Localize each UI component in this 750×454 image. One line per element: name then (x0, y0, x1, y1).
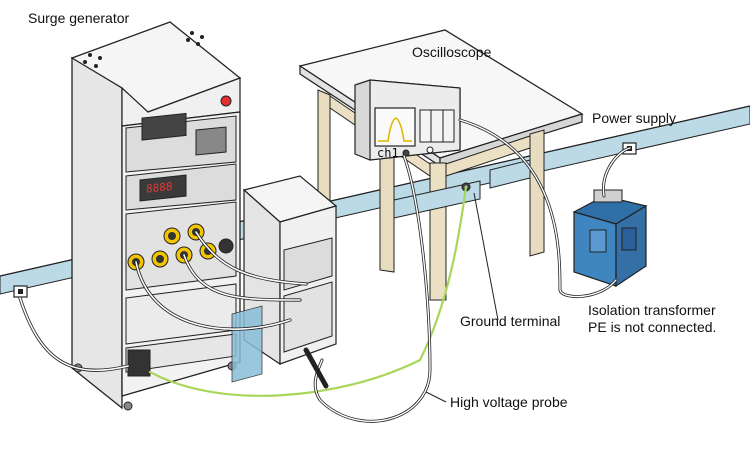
emergency-stop-icon (220, 95, 232, 107)
label-pe-not-connected: PE is not connected. (588, 319, 717, 335)
power-outlet-icon (13, 285, 28, 298)
label-isolation-transformer: Isolation transformer (588, 302, 716, 318)
label-surge-generator: Surge generator (28, 10, 130, 26)
coupling-plate (231, 305, 263, 383)
scope-channel-label: ch1 (377, 146, 399, 160)
coupling-network (231, 175, 338, 383)
surge-generator: 8888 (70, 21, 242, 411)
label-power-supply: Power supply (592, 110, 677, 126)
label-oscilloscope: Oscilloscope (412, 44, 492, 60)
table (298, 29, 584, 301)
waveform-icon (378, 117, 412, 142)
label-ground-terminal: Ground terminal (460, 313, 561, 329)
oscilloscope: ch1 (354, 79, 461, 161)
label-high-voltage-probe: High voltage probe (450, 394, 568, 410)
svg-text:8888: 8888 (146, 180, 172, 196)
leader-lines (425, 192, 499, 403)
isolation-transformer (572, 189, 648, 288)
cables (18, 118, 632, 423)
